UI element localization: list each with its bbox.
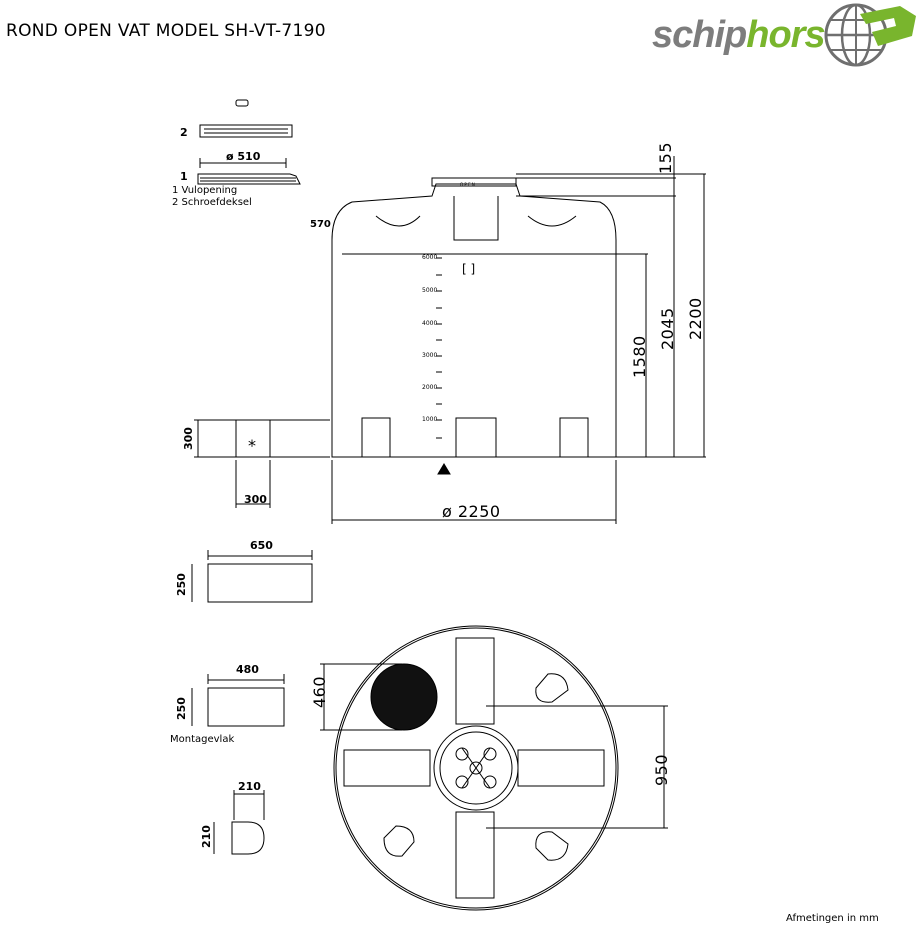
- tank-top-view: [320, 625, 668, 911]
- legend-item-1: 1 Vulopening: [172, 185, 238, 196]
- block2-width-label: 480: [236, 663, 259, 676]
- lid-diameter-label: ø 510: [226, 150, 261, 163]
- half-height-label: 210: [200, 825, 213, 848]
- globe-logo-icon: [824, 3, 916, 67]
- fill-opening-icon: [370, 663, 438, 731]
- scale-label-5000: 5000: [422, 287, 438, 294]
- logo-text-part1: schip: [652, 14, 747, 56]
- column-width-label: 300: [244, 493, 267, 506]
- column-detail: [194, 419, 330, 508]
- logo: schiphorst: [652, 14, 837, 57]
- legend-number-1: 1: [180, 170, 188, 183]
- scale-label-4000: 4000: [422, 320, 438, 327]
- logo-text-part2: horst: [746, 14, 837, 56]
- dimension-1580: 1580: [630, 335, 649, 378]
- level-bracket: [ ]: [462, 262, 476, 276]
- block1-width-label: 650: [250, 539, 273, 552]
- lid-detail-1: [197, 158, 301, 185]
- label-570: 570: [310, 219, 331, 230]
- dimension-2200: 2200: [686, 297, 705, 340]
- block1-height-label: 250: [175, 573, 188, 596]
- scale-label-2000: 2000: [422, 384, 438, 391]
- scale-label-6000: 6000: [422, 254, 438, 261]
- legend-item-2: 2 Schroefdeksel: [172, 197, 252, 208]
- page-title: ROND OPEN VAT MODEL SH-VT-7190: [6, 21, 326, 41]
- legend-number-2: 2: [180, 126, 188, 139]
- scale-label-1000: 1000: [422, 416, 438, 423]
- block-480x250: [191, 674, 285, 727]
- tank-side-view: [331, 177, 617, 458]
- lid-detail-2: [199, 99, 293, 138]
- block-650x250: [191, 550, 313, 603]
- half-round-block: [213, 790, 265, 855]
- half-width-label: 210: [238, 780, 261, 793]
- dimension-460: 460: [310, 675, 329, 708]
- montagevlak-label: Montagevlak: [170, 734, 235, 745]
- dimension-2045: 2045: [658, 307, 677, 350]
- dimension-155: 155: [656, 141, 675, 174]
- block2-height-label: 250: [175, 697, 188, 720]
- lid-open-text: O P E N: [460, 182, 475, 187]
- units-note: Afmetingen in mm: [786, 913, 879, 924]
- column-asterisk: *: [248, 436, 256, 455]
- level-scale: [436, 257, 442, 439]
- tank-diameter-label: ø 2250: [442, 502, 501, 521]
- dimension-950: 950: [652, 753, 671, 786]
- column-height-label: 300: [182, 427, 195, 450]
- scale-label-3000: 3000: [422, 352, 438, 359]
